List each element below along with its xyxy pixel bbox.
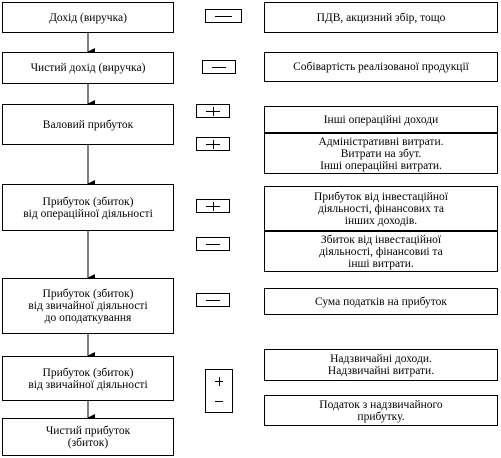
operating-profit-line-1: Прибуток (збиток) <box>42 195 134 208</box>
pretax-profit-line-1: Прибуток (збиток) <box>42 288 134 300</box>
net-revenue-box: Чистий дохід (виручка) <box>2 52 174 84</box>
extraordinary-tax-line-1: Податок з надзвичайного <box>319 398 443 411</box>
other-operating-income-box: Інші операційні доходи <box>264 106 498 133</box>
other-operating-income-label: Інші операційні доходи <box>323 113 439 126</box>
pretax-profit-line-3: до оподаткування <box>44 312 132 324</box>
minus-operator-4 <box>196 293 230 307</box>
plus-operator-2 <box>196 137 230 151</box>
gross-profit-box: Валовий прибуток <box>2 104 174 145</box>
investment-profit-line-2: діяльності, фінансових та <box>318 202 444 215</box>
selling-expenses-label: Витрати на збут. <box>340 147 422 160</box>
income-tax-label: Сума податків на прибуток <box>314 295 448 308</box>
income-tax-box: Сума податків на прибуток <box>264 288 498 315</box>
minus-operator-3 <box>196 237 230 251</box>
extraordinary-items-box: Надзвичайні доходи. Надзвичайні витрати. <box>264 349 498 381</box>
gross-profit-label: Валовий прибуток <box>42 118 134 131</box>
vat-excise-box: ПДВ, акцизний збір, тощо <box>264 2 498 33</box>
pretax-profit-line-2: від звичайної діяльності <box>28 300 148 312</box>
investment-loss-line-3: інші витрати. <box>348 257 414 270</box>
net-profit-line-2: (збиток) <box>67 437 109 449</box>
net-revenue-label: Чистий дохід (виручка) <box>30 62 146 74</box>
admin-expenses-label: Адміністративні витрати. <box>318 135 444 148</box>
net-profit-line-1: Чистий прибуток <box>45 425 131 437</box>
net-profit-box: Чистий прибуток (збиток) <box>2 418 174 456</box>
vat-excise-label: ПДВ, акцизний збір, тощо <box>316 11 446 24</box>
investment-loss-box: Збиток від інвестаційної діяльності, фін… <box>264 231 498 272</box>
cost-of-sales-box: Собівартість реалізованої продукції <box>264 52 498 82</box>
extraordinary-tax-line-2: прибутку. <box>357 410 405 423</box>
investment-loss-line-1: Збиток від інвестаційної <box>320 233 442 246</box>
plus-minus-operator <box>205 369 233 413</box>
revenue-box: Дохід (виручка) <box>2 2 174 33</box>
minus-operator-1 <box>205 9 242 23</box>
ordinary-profit-line-2: від звичайної діяльності <box>28 378 148 391</box>
investment-loss-line-2: діяльності, фінансовиі та <box>319 245 443 258</box>
plus-operator-1 <box>196 104 230 118</box>
operating-profit-box: Прибуток (збиток) від операційної діяльн… <box>2 184 174 231</box>
investment-profit-box: Прибуток від інвестаційної діяльності, ф… <box>264 186 498 231</box>
investment-profit-line-3: інших доходів. <box>344 214 418 227</box>
operating-profit-line-2: від операційної діяльності <box>23 207 153 220</box>
pretax-profit-box: Прибуток (збиток) від звичайної діяльнос… <box>2 278 174 334</box>
extraordinary-tax-box: Податок з надзвичайного прибутку. <box>264 395 498 426</box>
plus-operator-3 <box>196 199 230 213</box>
extraordinary-income-label: Надзвичайні доходи. <box>330 353 432 365</box>
extraordinary-expenses-label: Надзвичайні витрати. <box>327 365 435 377</box>
operating-expenses-box: Адміністративні витрати. Витрати на збут… <box>264 133 498 174</box>
revenue-label: Дохід (виручка) <box>49 11 127 24</box>
investment-profit-line-1: Прибуток від інвестаційної <box>314 190 448 203</box>
ordinary-profit-line-1: Прибуток (збиток) <box>42 366 134 379</box>
other-operating-expenses-label: Інші операційні витрати. <box>320 159 442 172</box>
minus-operator-2 <box>202 60 236 74</box>
ordinary-profit-box: Прибуток (збиток) від звичайної діяльнос… <box>2 356 174 401</box>
cost-of-sales-label: Собівартість реалізованої продукції <box>293 61 469 73</box>
